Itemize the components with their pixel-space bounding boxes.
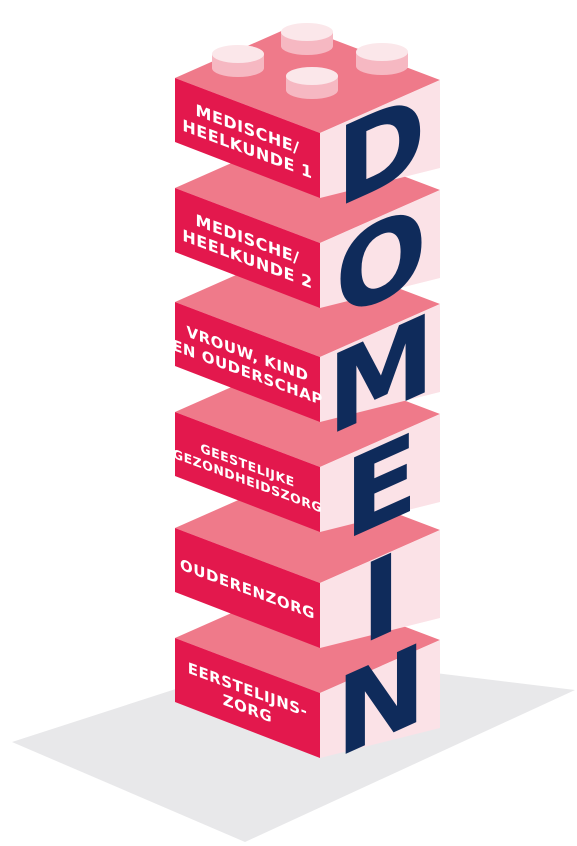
brick-side-face: [320, 80, 440, 198]
domain-letter-i: I: [361, 527, 401, 671]
domain-letter-text: I: [361, 527, 401, 671]
brick-side-face: [320, 640, 440, 758]
brick-front-face: [175, 528, 320, 648]
brick-side-face: [320, 190, 440, 308]
stud: [212, 45, 264, 77]
brick-side-face: [320, 414, 440, 532]
brick-side-face: [320, 530, 440, 648]
brick-front-face: [175, 638, 320, 758]
brick-top-face: [175, 475, 440, 583]
stud: [281, 23, 333, 55]
brick-front-face: [175, 302, 320, 422]
stud: [356, 43, 408, 75]
brick-2: MEDISCHE/HEELKUNDE 2: [175, 135, 440, 308]
brick-front-face: [175, 188, 320, 308]
top-studs: [212, 23, 408, 99]
brick-5: OUDERENZORG: [175, 475, 440, 648]
brick-front-face: [175, 412, 320, 532]
brick-stack: EERSTELIJNS-ZORGOUDERENZORGGEESTELIJKEGE…: [172, 25, 440, 758]
brick-front-face: [175, 78, 320, 198]
stud: [286, 67, 338, 99]
brick-side-face: [320, 304, 440, 422]
